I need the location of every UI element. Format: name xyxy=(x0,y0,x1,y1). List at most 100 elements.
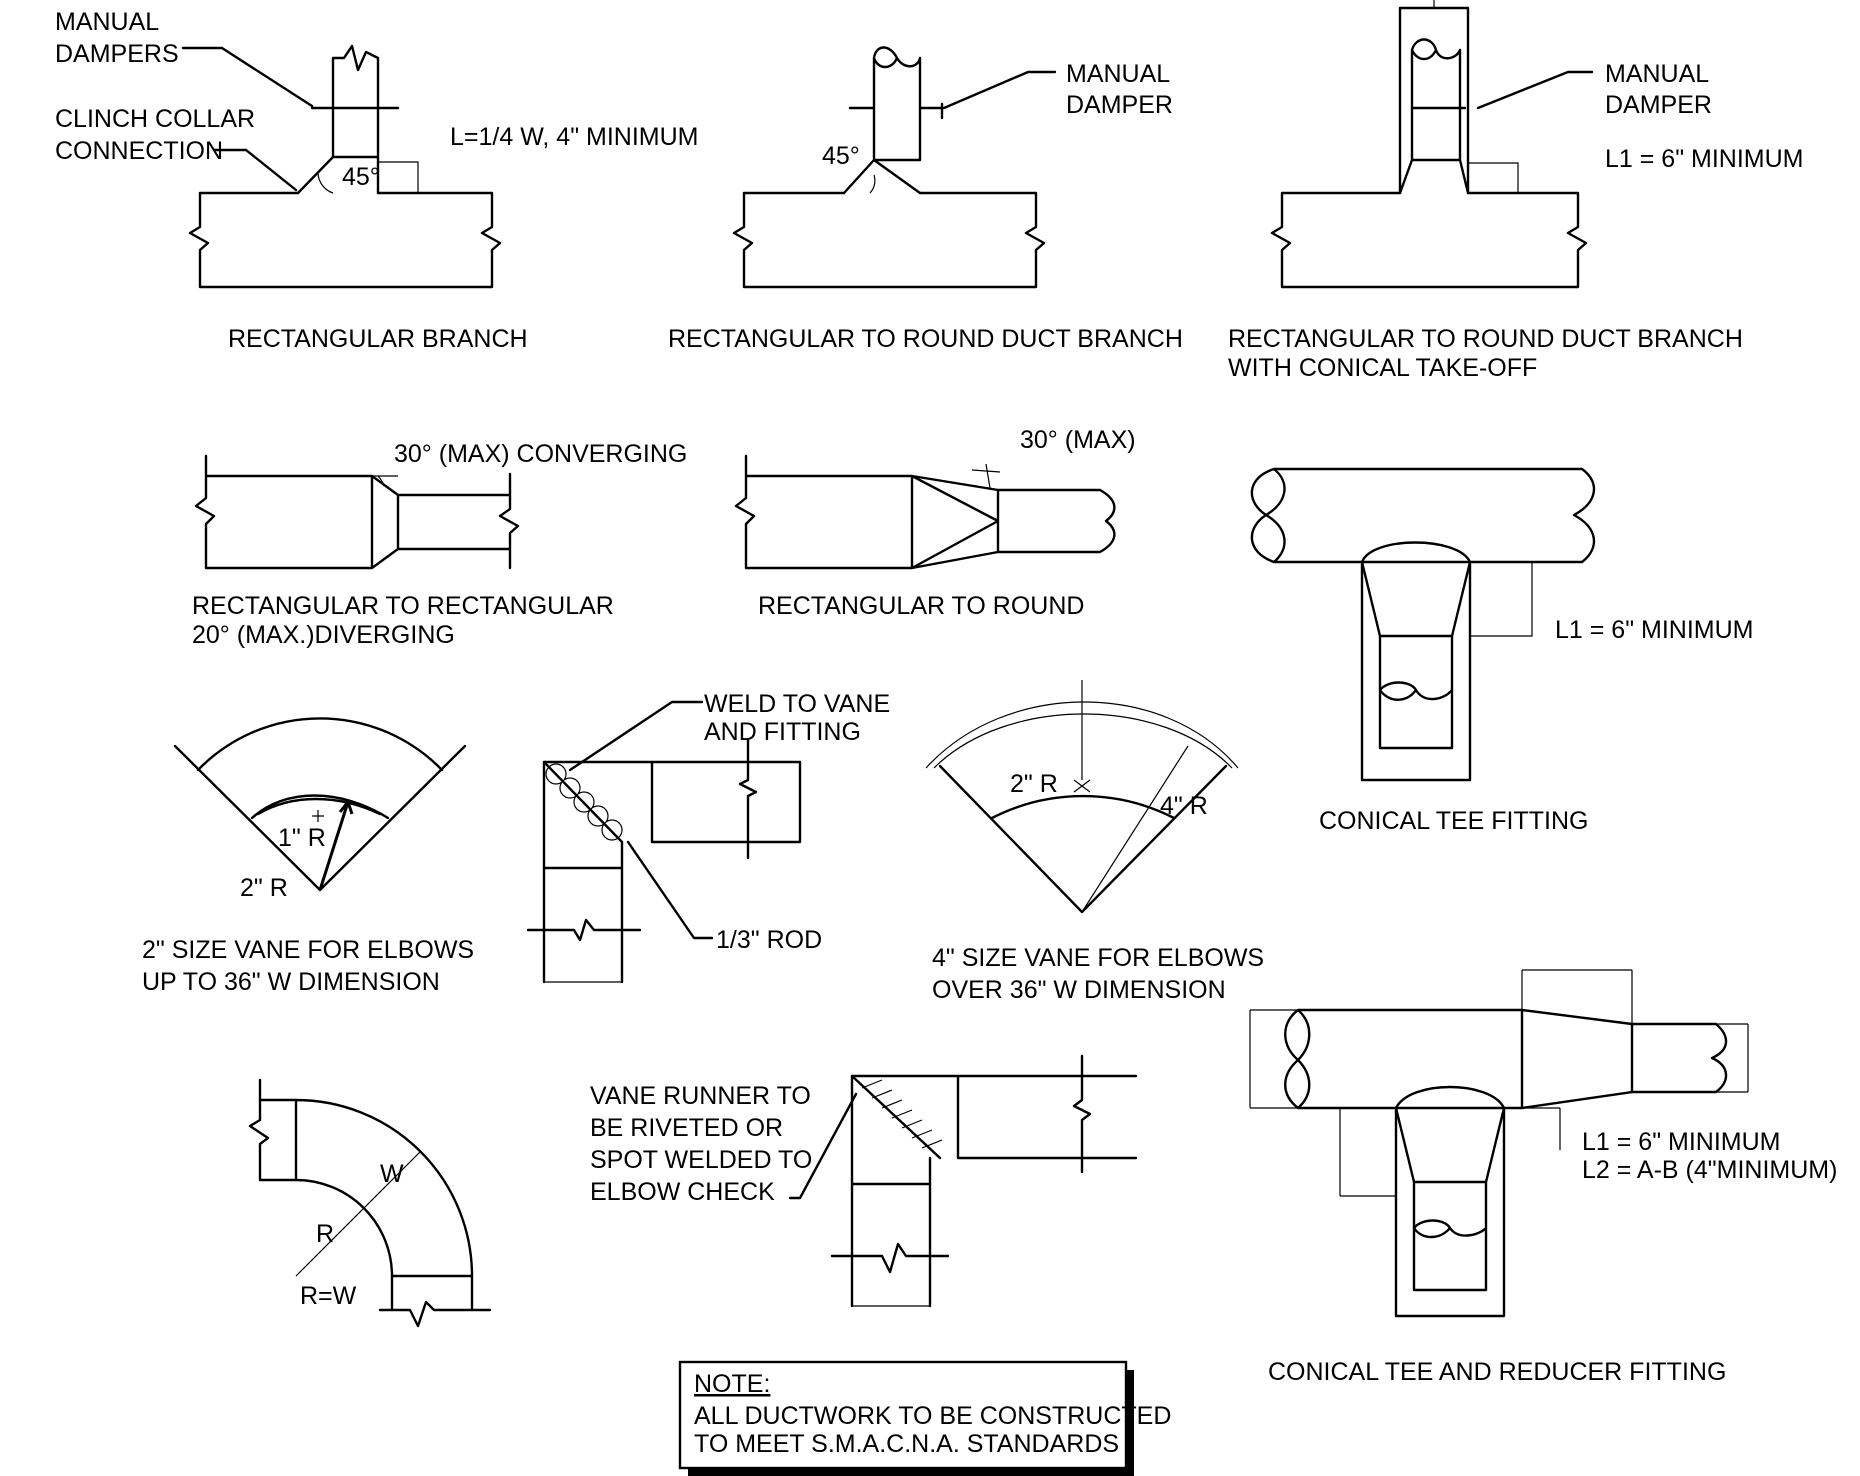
caption-line1: 2" SIZE VANE FOR ELBOWS xyxy=(142,936,474,964)
take-off-angle-arc xyxy=(869,174,876,194)
caption-line1: RECTANGULAR TO RECTANGULAR xyxy=(192,592,614,620)
reducer-note-line2: L2 = A-B (4"MINIMUM) xyxy=(1582,1156,1837,1184)
center-mark xyxy=(312,810,324,822)
dimension-l1-marker xyxy=(1470,561,1533,637)
vane-blade-drawing xyxy=(925,680,1239,913)
runner-callout-line1: VANE RUNNER TO xyxy=(590,1082,811,1110)
note-line1: ALL DUCTWORK TO BE CONSTRUCTED xyxy=(694,1402,1171,1430)
caption: RECTANGULAR TO ROUND DUCT BRANCH xyxy=(668,325,1183,353)
collar-angle-arc xyxy=(317,145,334,194)
main-duct-drawing xyxy=(732,191,1046,289)
radius-2-label: 2" R xyxy=(1010,770,1058,798)
weld-callout-line2: AND FITTING xyxy=(704,718,861,746)
damper-callout-line1: MANUAL xyxy=(1605,60,1709,88)
welded-vane-elbow-detail: WELD TO VANE AND FITTING 1/3" ROD xyxy=(526,690,890,984)
leader-damper xyxy=(1476,70,1594,110)
caption: CONICAL TEE AND REDUCER FITTING xyxy=(1268,1358,1726,1386)
conical-tee-branch-drawing xyxy=(1360,541,1472,782)
four-inch-vane-detail: 2" R 4" R 4" SIZE VANE FOR ELBOWS OVER 3… xyxy=(925,680,1264,1004)
angle-label: 45° xyxy=(822,142,860,170)
leader-collar xyxy=(212,148,298,192)
round-main-drawing xyxy=(1284,1008,1728,1110)
dampers-callout-line1: MANUAL xyxy=(55,8,159,36)
damper-callout-line1: MANUAL xyxy=(1066,60,1170,88)
two-inch-vane-detail: 1" R 2" R 2" SIZE VANE FOR ELBOWS UP TO … xyxy=(142,717,474,996)
radius-elbow-detail: W R R=W xyxy=(248,1078,492,1328)
collar-callout-line1: CLINCH COLLAR xyxy=(55,105,255,133)
transition-drawing xyxy=(734,454,1116,570)
radius-dimension-lines xyxy=(295,1151,421,1277)
note-heading: NOTE: xyxy=(694,1370,770,1398)
runner-callout-line4: ELBOW CHECK xyxy=(590,1178,775,1206)
elbow-drawing xyxy=(526,738,802,984)
note-line2: TO MEET S.M.A.C.N.A. STANDARDS xyxy=(694,1430,1119,1458)
conical-tee-detail: L1 = 6" MINIMUM CONICAL TEE FITTING xyxy=(1250,467,1754,835)
angle-limit-marker xyxy=(971,463,1001,489)
radius-arrow xyxy=(318,798,354,891)
dimension-note: L1 = 6" MINIMUM xyxy=(1605,145,1804,173)
vane-outline-drawing xyxy=(173,717,467,892)
converging-angle-arc xyxy=(372,475,398,487)
angle-label: 45° xyxy=(342,163,380,191)
main-duct-drawing xyxy=(188,191,502,289)
leader-rod xyxy=(626,840,714,940)
caption: CONICAL TEE FITTING xyxy=(1319,807,1588,835)
dimension-note: L=1/4 W, 4" MINIMUM xyxy=(450,123,699,151)
conical-take-off-branch-detail: MANUAL DAMPER L1 = 6" MINIMUM RECTANGULA… xyxy=(1228,0,1804,382)
round-main-drawing xyxy=(1250,467,1596,564)
vane-hatching xyxy=(852,1079,943,1307)
elbow-drawing xyxy=(248,1078,492,1328)
rectangular-branch-detail: MANUAL DAMPERS CLINCH COLLAR CONNECTION … xyxy=(55,8,699,353)
conical-tee-reducer-detail: L1 = 6" MINIMUM L2 = A-B (4"MINIMUM) CON… xyxy=(1249,969,1837,1386)
note-box-frame xyxy=(678,1360,1128,1470)
rect-to-rect-transition-detail: 30° (MAX) CONVERGING RECTANGULAR TO RECT… xyxy=(192,440,687,649)
conical-branch-drawing xyxy=(1398,6,1470,195)
general-note-box: NOTE: ALL DUCTWORK TO BE CONSTRUCTED TO … xyxy=(678,1360,1171,1476)
caption: RECTANGULAR TO ROUND xyxy=(758,592,1084,620)
round-branch-drawing xyxy=(842,46,944,195)
elbow-drawing xyxy=(830,1054,1138,1308)
leader-weld xyxy=(568,700,704,772)
conical-tee-branch-drawing xyxy=(1394,1085,1506,1318)
rule-label: R=W xyxy=(300,1282,357,1310)
vane-blade-drawing xyxy=(250,794,390,820)
rect-to-round-branch-detail: MANUAL DAMPER 45° RECTANGULAR TO ROUND D… xyxy=(668,46,1183,353)
leader-dampers xyxy=(181,46,314,108)
dimension-l-marker xyxy=(378,161,419,193)
caption-line2: UP TO 36" W DIMENSION xyxy=(142,968,440,996)
transition-drawing xyxy=(194,454,520,570)
angle-note: 30° (MAX) CONVERGING xyxy=(394,440,687,468)
caption: RECTANGULAR BRANCH xyxy=(228,325,528,353)
runner-callout-line3: SPOT WELDED TO xyxy=(590,1146,812,1174)
rod-callout: 1/3" ROD xyxy=(716,926,822,954)
main-duct-drawing xyxy=(1270,191,1588,289)
w-label: W xyxy=(380,1160,404,1188)
caption-line1: 4" SIZE VANE FOR ELBOWS xyxy=(932,944,1264,972)
r-label: R xyxy=(316,1220,334,1248)
caption-line1: RECTANGULAR TO ROUND DUCT BRANCH xyxy=(1228,325,1743,353)
branch-duct-drawing xyxy=(296,44,400,195)
runner-callout-line2: BE RIVETED OR xyxy=(590,1114,783,1142)
inner-radius-label: 1" R xyxy=(278,824,326,852)
angle-note: 30° (MAX) xyxy=(1020,426,1136,454)
dimension-markers xyxy=(1249,969,1749,1197)
vane-runner-elbow-detail: VANE RUNNER TO BE RIVETED OR SPOT WELDED… xyxy=(590,1054,1138,1308)
leader-damper xyxy=(942,70,1057,110)
caption-line2: 20° (MAX.)DIVERGING xyxy=(192,621,455,649)
dimension-note: L1 = 6" MINIMUM xyxy=(1555,616,1754,644)
radius-4-label: 4" R xyxy=(1160,792,1208,820)
dampers-callout-line2: DAMPERS xyxy=(55,40,179,68)
leader-runner xyxy=(788,1092,858,1200)
vane-outline-drawing xyxy=(938,764,1228,914)
damper-callout-line2: DAMPER xyxy=(1605,91,1712,119)
caption-line2: OVER 36" W DIMENSION xyxy=(932,976,1226,1004)
caption-line2: WITH CONICAL TAKE-OFF xyxy=(1228,354,1537,382)
vane-circles xyxy=(544,763,623,983)
reducer-note-line1: L1 = 6" MINIMUM xyxy=(1582,1128,1781,1156)
dimension-l1-marker xyxy=(1433,0,1519,193)
rect-to-round-transition-detail: 30° (MAX) RECTANGULAR TO ROUND xyxy=(734,426,1136,620)
damper-callout-line2: DAMPER xyxy=(1066,91,1173,119)
collar-callout-line2: CONNECTION xyxy=(55,137,223,165)
weld-callout-line1: WELD TO VANE xyxy=(704,690,890,718)
